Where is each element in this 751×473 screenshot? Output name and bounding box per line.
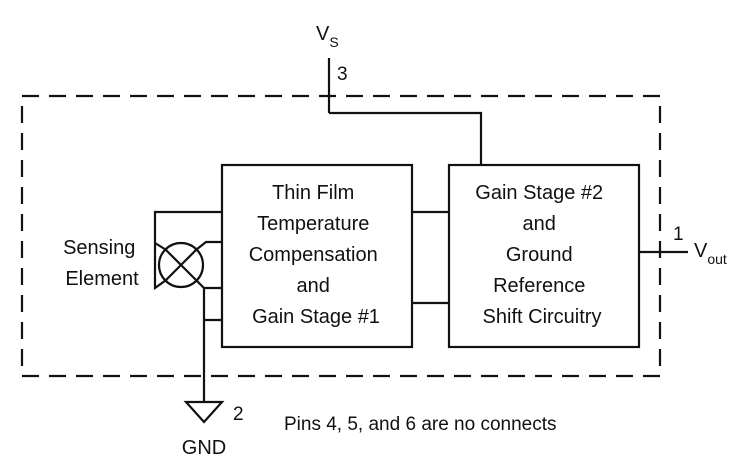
block2-text: Gain Stage #2 and Ground Reference Shift…: [475, 182, 608, 328]
ground-label: GND: [182, 437, 226, 459]
block-thin-film-gain-stage-1: [220, 163, 414, 349]
ground-pin-number: 2: [233, 404, 244, 425]
output-label: Vout: [694, 240, 727, 267]
no-connect-note: Pins 4, 5, and 6 are no connects: [284, 414, 557, 435]
block1-text: Thin Film Temperature Compensation and G…: [249, 182, 384, 328]
sensing-element-symbol: [157, 241, 205, 289]
block-gain-stage-2-shift-circuitry: [447, 163, 641, 349]
sensing-element-wiring: [153, 210, 222, 402]
inter-block-connections: [412, 210, 449, 305]
sensing-element-label: Sensing Element: [63, 237, 141, 290]
supply-label: VS: [316, 23, 339, 50]
supply-pin-number: 3: [337, 64, 348, 85]
supply-wiring: [327, 58, 483, 165]
ground-symbol: [183, 400, 225, 424]
output-pin-number: 1: [673, 224, 684, 245]
